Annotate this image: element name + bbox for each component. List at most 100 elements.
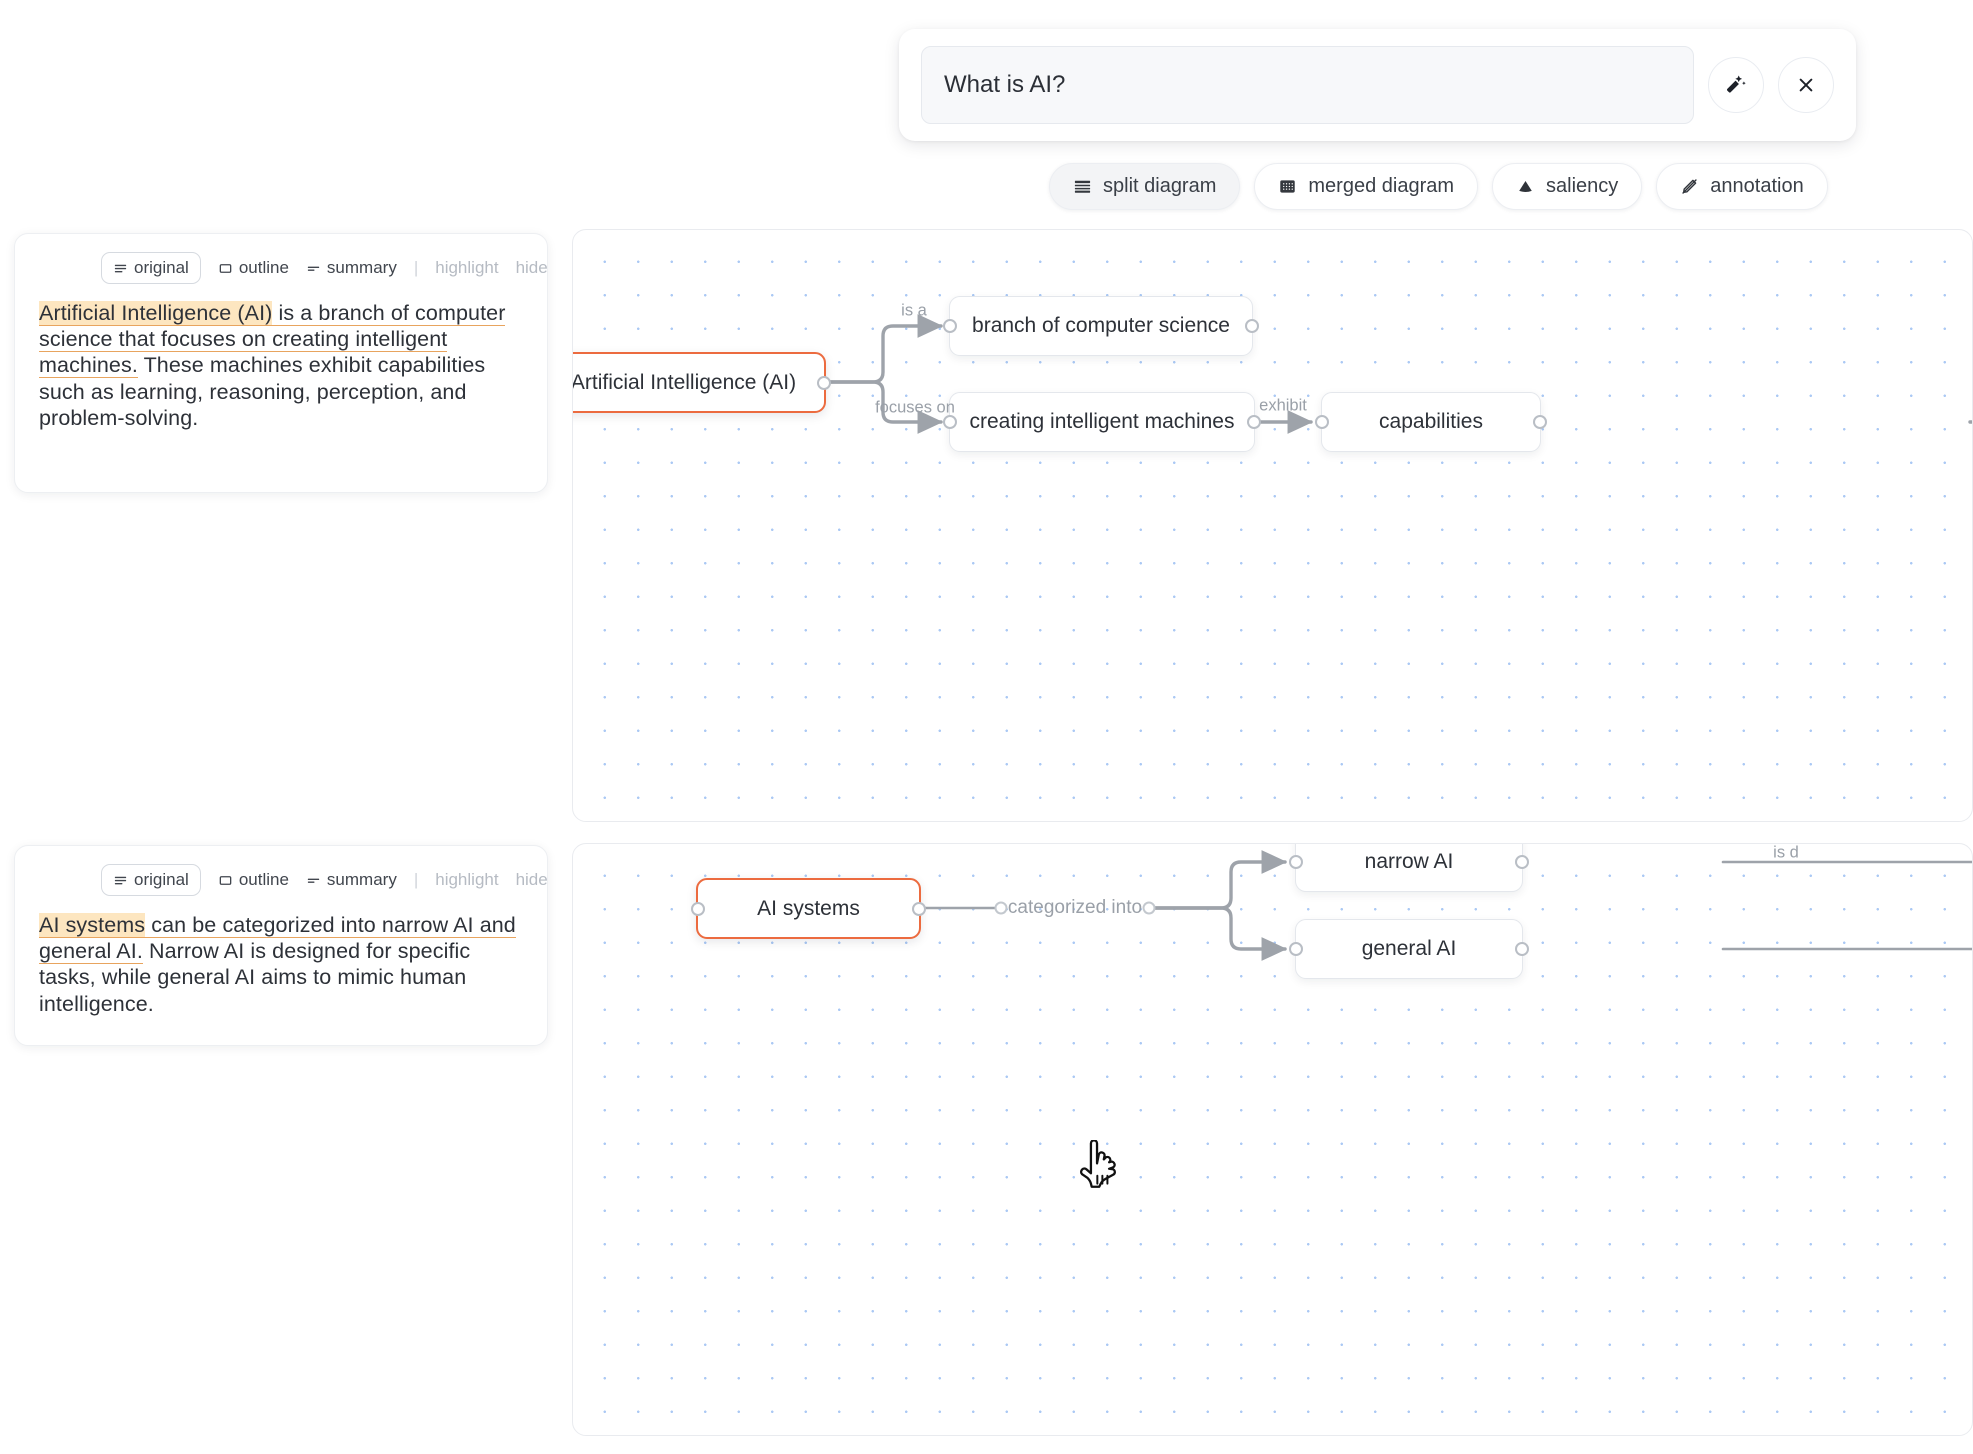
query-bar [899, 29, 1856, 141]
node-handle-right[interactable] [1515, 855, 1529, 869]
hide-button[interactable]: hide [516, 870, 548, 890]
diagram-panel-split-2[interactable]: AI systems narrow AI general AI categori… [572, 843, 1973, 1436]
view-original-label: original [134, 870, 189, 889]
view-outline-button[interactable]: outline [218, 870, 289, 890]
edge-label-is-a[interactable]: is a [901, 301, 927, 320]
magic-wand-icon [1727, 75, 1746, 93]
diagram-node-label: Artificial Intelligence (AI) [572, 370, 797, 394]
node-handle-left[interactable] [691, 901, 705, 916]
triangle-icon [1516, 177, 1535, 196]
hide-label: hide [515, 258, 548, 277]
card-body-text: Artificial Intelligence (AI) is a branch… [39, 300, 523, 431]
edge-focuses-on[interactable] [824, 380, 944, 434]
edge-label-focuses-on[interactable]: focuses on [875, 398, 955, 417]
view-original-button[interactable]: original [101, 864, 201, 896]
highlight-button[interactable]: highlight [435, 258, 498, 278]
node-handle-right[interactable] [817, 375, 831, 390]
text-card: original outline summary | highlight [14, 233, 548, 493]
view-summary-button[interactable]: summary [306, 870, 397, 890]
text-segment-plain: These machines exhibit capabilities such… [39, 353, 486, 430]
mode-button-label: saliency [1546, 175, 1619, 197]
original-icon [114, 876, 127, 884]
flow-canvas: AI systems narrow AI general AI categori… [573, 844, 1972, 1435]
diagram-node-branch-of-computer-science[interactable]: branch of computer science [943, 296, 1259, 356]
highlight-button[interactable]: highlight [435, 870, 498, 890]
diagram-panel-split-1[interactable]: Artificial Intelligence (AI) branch of c… [572, 229, 1973, 822]
controls-separator: | [413, 258, 419, 277]
text-segment-underlined[interactable]: can be categorized into narrow AI and ge… [39, 913, 516, 965]
node-handle-right[interactable] [1247, 415, 1261, 429]
diagram-node-narrow-ai[interactable]: narrow AI [1289, 844, 1529, 892]
edge-layer [824, 314, 1972, 434]
original-icon [114, 264, 127, 272]
query-input[interactable] [921, 46, 1694, 124]
diagram-node-label: narrow AI [1364, 850, 1454, 873]
card-controls: original outline summary | highlight [39, 864, 548, 896]
flow-canvas: Artificial Intelligence (AI) branch of c… [573, 230, 1972, 821]
node-handle-left[interactable] [1289, 855, 1303, 869]
mode-button-saliency[interactable]: saliency [1492, 163, 1643, 210]
diagram-node-creating-intelligent-machines[interactable]: creating intelligent machines [943, 392, 1261, 452]
node-handle-right[interactable] [912, 901, 926, 916]
generate-button[interactable] [1708, 57, 1764, 113]
edge-anchor-dot-left[interactable] [994, 901, 1008, 915]
diagram-node-capabilities[interactable]: capabilities [1315, 392, 1547, 452]
outline-icon [219, 263, 232, 273]
summary-icon [307, 266, 320, 271]
mode-button-label: annotation [1710, 175, 1804, 197]
card-controls: original outline summary | highlight [39, 252, 548, 284]
node-handle-left[interactable] [943, 319, 957, 333]
close-icon [1799, 78, 1813, 92]
view-outline-button[interactable]: outline [218, 258, 289, 278]
diagram-node-general-ai[interactable]: general AI [1289, 919, 1529, 979]
mode-button-label: split diagram [1103, 175, 1217, 197]
node-handle-left[interactable] [943, 415, 957, 429]
view-summary-label: summary [326, 258, 397, 277]
view-summary-button[interactable]: summary [306, 258, 397, 278]
text-card: original outline summary | highlight [14, 845, 548, 1046]
diagram-node-label: creating intelligent machines [969, 410, 1235, 433]
node-handle-right[interactable] [1515, 942, 1529, 956]
text-segment-underlined[interactable]: is a branch of computer science that foc… [39, 301, 506, 379]
diagram-node-artificial-intelligence[interactable]: Artificial Intelligence (AI) [572, 352, 831, 413]
mode-button-label: merged diagram [1308, 175, 1455, 197]
node-handle-right[interactable] [1533, 415, 1547, 429]
node-handle-left[interactable] [1289, 942, 1303, 956]
close-button[interactable] [1778, 57, 1834, 113]
node-handle-left[interactable] [1315, 415, 1329, 429]
diagram-node-label: AI systems [757, 896, 860, 920]
pen-slash-icon [1680, 177, 1699, 196]
edge-to-narrow-ai[interactable] [1151, 850, 1288, 910]
text-segment-highlighted[interactable]: Artificial Intelligence (AI) [39, 301, 273, 326]
view-original-button[interactable]: original [101, 252, 201, 284]
hide-button[interactable]: hide [516, 258, 548, 278]
diagram-node-ai-systems[interactable]: AI systems [691, 878, 926, 939]
edge-label-is-designed[interactable]: is d [1773, 843, 1799, 862]
node-handle-right[interactable] [1245, 319, 1259, 333]
view-outline-label: outline [238, 870, 289, 889]
card-body-text: AI systems can be categorized into narro… [39, 912, 523, 1017]
summary-icon [307, 878, 320, 883]
mode-button-merged-diagram[interactable]: merged diagram [1254, 163, 1479, 210]
view-outline-label: outline [238, 258, 289, 277]
lines-icon [1073, 177, 1092, 196]
edge-label-categorized-into[interactable]: categorized into [1007, 897, 1143, 918]
outline-icon [219, 875, 232, 885]
mode-toolbar: split diagram merged diagram [1049, 163, 1828, 210]
edge-is-a[interactable] [824, 314, 944, 384]
edge-to-general-ai[interactable] [1151, 906, 1288, 961]
mode-button-split-diagram[interactable]: split diagram [1049, 163, 1241, 210]
view-original-label: original [134, 258, 189, 277]
text-segment-highlighted[interactable]: AI systems [39, 913, 146, 938]
text-segment-plain: Narrow AI is designed for specific tasks… [39, 939, 471, 1016]
highlight-label: highlight [435, 870, 499, 889]
dot-grid-background [573, 230, 1972, 821]
highlight-label: highlight [435, 258, 499, 277]
edge-layer [919, 850, 1972, 961]
grid-square-icon [1278, 177, 1297, 196]
mode-button-annotation[interactable]: annotation [1656, 163, 1828, 210]
view-summary-label: summary [326, 870, 397, 889]
edge-anchor-dot-right[interactable] [1142, 901, 1156, 915]
edge-label-exhibit[interactable]: exhibit [1259, 396, 1307, 415]
